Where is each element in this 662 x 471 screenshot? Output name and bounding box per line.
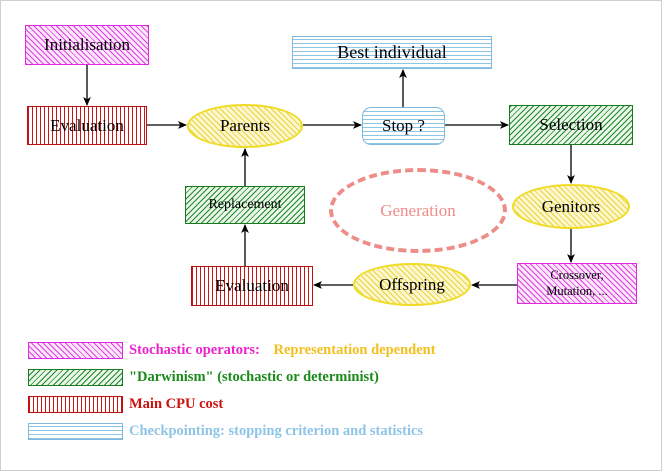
legend-label-darwinism: "Darwinism" (stochastic or determinist): [129, 369, 379, 385]
legend-swatch-blue-horizontal-hatch: [28, 423, 123, 440]
node-replacement[interactable]: Replacement: [185, 186, 305, 224]
node-evaluation-bottom[interactable]: Evaluation: [191, 266, 313, 306]
node-best-individual[interactable]: Best individual: [292, 36, 492, 69]
legend-row-darwinism: "Darwinism" (stochastic or determinist): [1, 364, 661, 391]
node-offspring-label: Offspring: [379, 274, 445, 294]
legend-swatch-green-diagonal-hatch: [28, 369, 123, 386]
legend: Stochastic operators: Representation dep…: [1, 337, 661, 445]
node-stop[interactable]: Stop ?: [362, 107, 445, 145]
node-generation-loop-label: Generation: [380, 200, 456, 220]
legend-label-checkpointing: Checkpointing: stopping criterion and st…: [129, 423, 424, 439]
node-evaluation-top[interactable]: Evaluation: [27, 106, 147, 145]
legend-label-stochastic-operators: Stochastic operators: Representation dep…: [129, 342, 436, 359]
node-crossover-mutation[interactable]: Crossover, Mutation, ...: [517, 263, 637, 304]
node-initialisation-label: Initialisation: [44, 35, 130, 55]
node-stop-label: Stop ?: [382, 116, 425, 136]
legend-label-stochastic-operators-part2: Representation dependent: [273, 342, 436, 358]
legend-label-cpu-cost: Main CPU cost: [129, 396, 224, 412]
legend-row-checkpointing: Checkpointing: stopping criterion and st…: [1, 418, 661, 445]
node-genitors-label: Genitors: [541, 196, 601, 216]
legend-swatch-red-vertical-hatch: [28, 396, 123, 413]
node-parents-label: Parents: [219, 116, 271, 136]
node-replacement-label: Replacement: [208, 196, 282, 212]
node-offspring[interactable]: Offspring: [353, 263, 471, 306]
legend-label-stochastic-operators-part1: Stochastic operators:: [129, 342, 260, 358]
node-selection-label: Selection: [539, 115, 603, 135]
legend-row-cpu-cost: Main CPU cost: [1, 391, 661, 418]
node-parents[interactable]: Parents: [187, 104, 303, 148]
node-genitors[interactable]: Genitors: [512, 184, 630, 229]
node-initialisation[interactable]: Initialisation: [25, 25, 149, 65]
node-selection[interactable]: Selection: [509, 105, 633, 145]
node-generation-loop: Generation: [329, 168, 507, 253]
legend-swatch-magenta-diagonal-hatch: [28, 342, 123, 359]
node-crossover-mutation-label: Crossover, Mutation, ...: [546, 267, 608, 298]
node-evaluation-bottom-label: Evaluation: [215, 276, 289, 296]
node-best-individual-label: Best individual: [337, 42, 447, 63]
legend-row-stochastic-operators: Stochastic operators: Representation dep…: [1, 337, 661, 364]
node-evaluation-top-label: Evaluation: [50, 115, 124, 135]
